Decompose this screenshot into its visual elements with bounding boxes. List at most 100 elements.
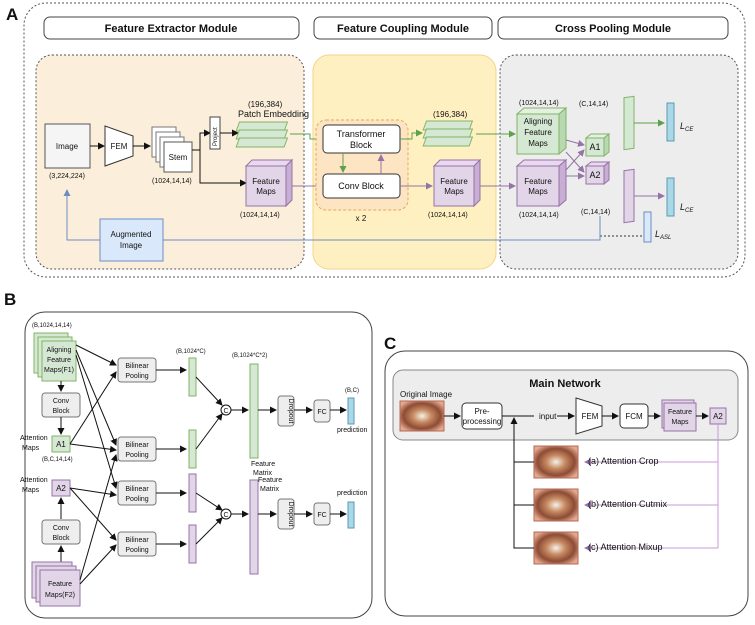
bilinear-pooling-2: Bilinear Pooling [117, 436, 157, 462]
concat-bottom-label: C [223, 512, 228, 519]
feature-maps-cube [244, 158, 294, 208]
prediction-bottom: prediction [337, 490, 367, 497]
loss-asl: LASL [655, 229, 671, 241]
conv-top-2: Block [52, 408, 70, 415]
vec-purple-2 [188, 524, 197, 564]
c-fm-2: Maps [671, 419, 689, 426]
cpm-fm-label-1: Feature [524, 177, 552, 186]
f2-label-1: Feature [48, 581, 72, 588]
fem-header-box [43, 16, 300, 40]
fm-purple-2: Matrix [260, 486, 280, 493]
loss-asl-l: L [655, 229, 660, 239]
bp3-2: Pooling [125, 496, 148, 503]
fm-green-2: Matrix [253, 470, 273, 477]
c-fm-1: Feature [668, 409, 692, 416]
bp1-1: Bilinear [125, 363, 149, 370]
feature-matrix-purple [249, 479, 259, 575]
att-maps2-1: Attention [20, 477, 48, 484]
att-maps1-2: Maps [22, 445, 40, 452]
fcm-fm-label-1: Feature [440, 177, 468, 186]
panel-c-letter: C [384, 334, 396, 353]
cpm-feature-maps-cube [515, 158, 568, 208]
aligning-feature-maps-cube [515, 106, 568, 156]
conv-bottom-1: Conv [53, 525, 70, 532]
augmented-label-1: Augmented [111, 230, 152, 239]
fem-label: FEM [111, 142, 128, 151]
fcm-fm-label-2: Maps [444, 187, 464, 196]
bp1-2: Pooling [125, 373, 148, 380]
fem-trapezoid [104, 125, 134, 167]
aligning-label-3: Maps [528, 139, 548, 148]
arrow-stem-featuremaps [199, 150, 247, 187]
fcm-patch-stack [422, 120, 474, 147]
f1-label-1: Aligning [47, 347, 72, 354]
c-dim-top: (C,14,14) [579, 101, 608, 108]
f2-label-2: Maps(F2) [45, 592, 75, 599]
attention-crop-label: (a) Attention Crop [588, 456, 659, 466]
stem-label: Stem [169, 153, 188, 162]
f1-stack [33, 332, 77, 382]
original-image-thumbnail [399, 400, 445, 432]
vec-green-2 [188, 429, 197, 469]
arrow-fm-a1 [565, 149, 585, 171]
panel-a: A Feature Extractor Module Feature Coupl… [6, 2, 746, 278]
feedback-line [163, 216, 601, 241]
transformer-label-1: Transformer [337, 129, 386, 139]
cpm-header: Cross Pooling Module [555, 23, 671, 35]
c-a2-label: A2 [713, 412, 723, 421]
image-label: Image [56, 142, 79, 151]
feature-maps-dim: (1024,14,14) [240, 212, 280, 219]
att-maps2-2: Maps [22, 487, 40, 494]
bc2-dim: (B,1024*C*2) [232, 353, 267, 359]
f1-label-3: Maps(F1) [44, 367, 74, 374]
loss-ce-bottom-sub: CE [685, 208, 694, 214]
patch-embedding-stack [235, 121, 289, 148]
project-label: Project [213, 127, 219, 146]
attention-mixup-thumbnail [533, 531, 579, 565]
arrow-aligning-a1 [565, 139, 585, 147]
prediction-vector-top [347, 397, 355, 425]
arrow-transformer-patch [400, 129, 423, 140]
a1-dim: (B,C,14,14) [42, 457, 73, 463]
augmented-image-box [99, 218, 164, 262]
pooled-vector-green [623, 95, 635, 151]
aligning-label-1: Aligning [524, 117, 552, 126]
mixup-to-input [510, 417, 534, 549]
original-image-label: Original Image [400, 390, 453, 399]
fcm-feature-maps-cube [432, 158, 482, 208]
attention-crop-thumbnail [533, 445, 579, 479]
bilinear-pooling-1: Bilinear Pooling [117, 357, 157, 383]
fc-bottom-label: FC [317, 512, 326, 519]
output-vector-top [666, 102, 675, 142]
panel-b-border [24, 311, 373, 619]
asl-vector [643, 211, 652, 243]
panel-b: B (B,1024,14,14) Aligning Feature Maps(F… [4, 290, 373, 619]
loss-ce-top-l: L [680, 121, 685, 131]
arrow-aligning-a2 [565, 151, 585, 173]
bp-output-arrows [156, 366, 187, 548]
f2-stack [31, 561, 81, 607]
loss-ce-top-sub: CE [685, 127, 694, 133]
b-fanout-arrows [69, 344, 118, 585]
fem-header: Feature Extractor Module [105, 23, 238, 35]
fc-top-label: FC [317, 409, 326, 416]
cpm-fm-label-2: Maps [528, 187, 548, 196]
fcm-patch-dim: (196,384) [433, 110, 468, 119]
bp2-1: Bilinear [125, 442, 149, 449]
a2-label: A2 [589, 170, 600, 180]
c-feature-maps-stack [661, 399, 697, 432]
loss-ce-top: LCE [680, 121, 694, 133]
dropout-bottom-label: Dropout [287, 502, 294, 527]
fcm-fm-dim: (1024,14,14) [428, 212, 468, 219]
a1-label: A1 [589, 142, 600, 152]
attention-mixup-label: (c) Attention Mixup [588, 542, 663, 552]
arrow-stem-project [192, 129, 211, 151]
preproc-1: Pre- [474, 407, 489, 416]
preproc-2: processing [463, 417, 502, 426]
patch-dim: (196,384) [248, 100, 283, 109]
loss-ce-bottom-l: L [680, 202, 685, 212]
repeat-label: x 2 [356, 214, 367, 223]
transformer-label-2: Block [350, 140, 373, 150]
bc-dim: (B,1024*C) [176, 349, 206, 355]
